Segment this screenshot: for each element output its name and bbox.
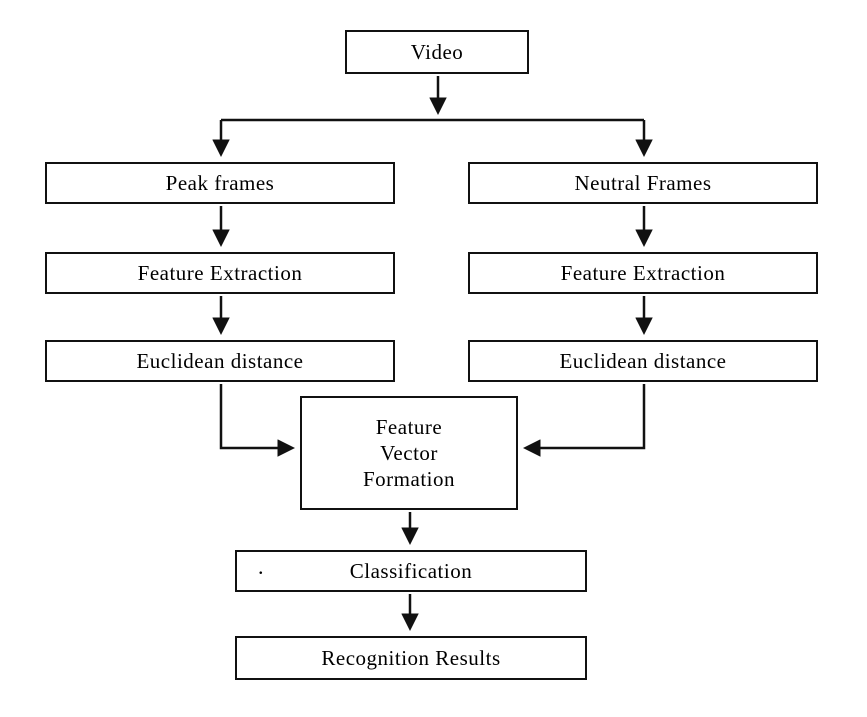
node-neutral-frames: Neutral Frames [468,162,818,204]
node-recognition-results: Recognition Results [235,636,587,680]
node-peak-frames: Peak frames [45,162,395,204]
node-video: Video [345,30,529,74]
arrow-eu-right-to-fvf [523,384,646,457]
node-feature-extraction-right: Feature Extraction [468,252,818,294]
arrow-eu-left-to-fvf [219,384,295,457]
node-feature-vector-formation: Feature Vector Formation [300,396,518,510]
stray-dot-mark: . [258,554,264,579]
node-feature-extraction-left: Feature Extraction [45,252,395,294]
node-classification: Classification [235,550,587,592]
node-euclidean-distance-left: Euclidean distance [45,340,395,382]
node-euclidean-distance-right: Euclidean distance [468,340,818,382]
